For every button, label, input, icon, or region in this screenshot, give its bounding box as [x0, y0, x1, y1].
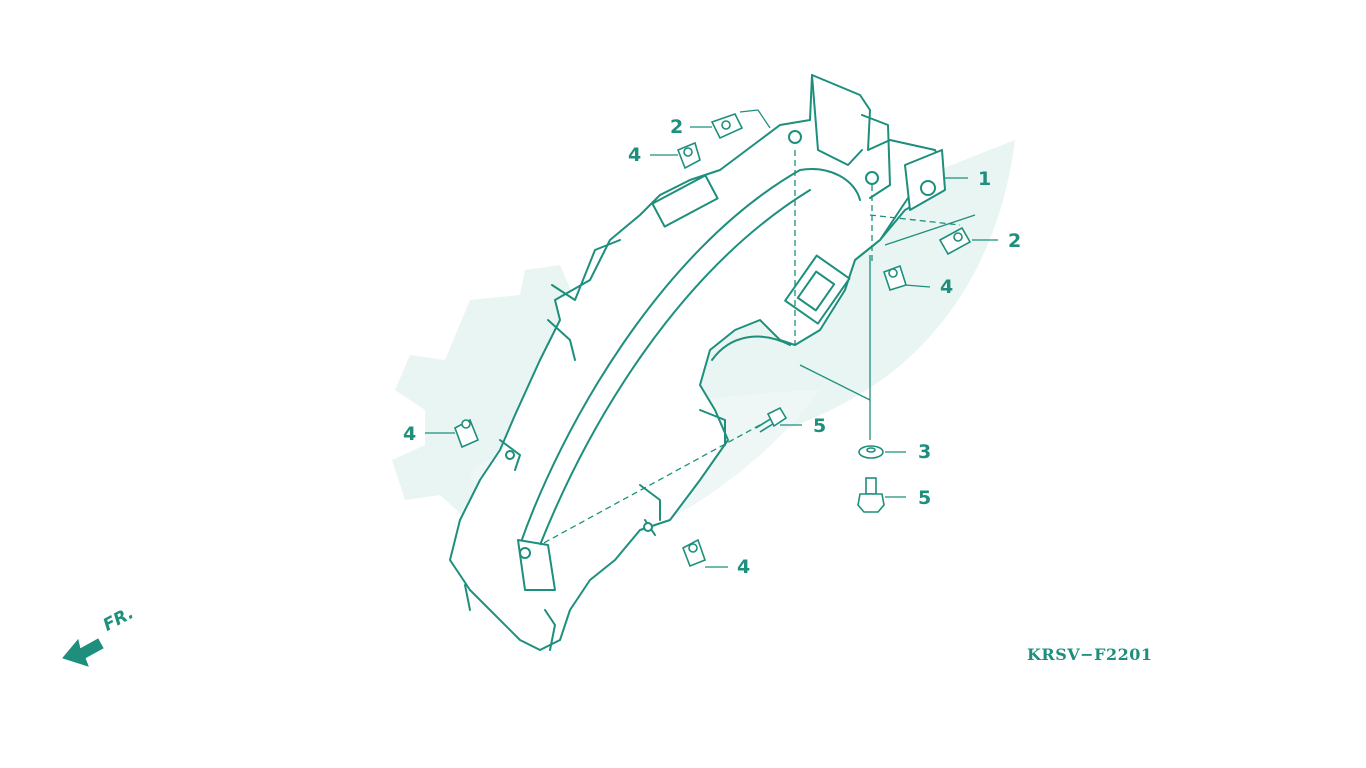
callout-1: 1	[978, 168, 992, 190]
u-nut-icon-4a	[676, 141, 701, 170]
washer-icon-3	[858, 445, 884, 459]
assembly-dashed-lines	[539, 150, 961, 546]
callout-4: 4	[628, 144, 642, 166]
callout-2: 2	[1008, 230, 1022, 252]
clip-nut-icon-2a	[710, 113, 744, 140]
u-nut-icon-4d	[681, 538, 707, 568]
diagram-code: KRSV−F2201	[1027, 645, 1153, 664]
callout-4: 4	[737, 556, 751, 578]
u-nut-icon-4c	[454, 418, 480, 449]
front-arrow-icon	[62, 638, 104, 667]
callout-2: 2	[670, 116, 684, 138]
bolt-icon-5b	[857, 477, 885, 513]
rear-fender-part-icon	[449, 74, 946, 651]
callout-5: 5	[813, 415, 827, 437]
bolt-icon-5a	[755, 406, 788, 433]
u-nut-icon-4b	[882, 264, 908, 291]
leader-lines	[425, 109, 998, 568]
callout-4: 4	[940, 276, 954, 298]
callout-5: 5	[918, 487, 932, 509]
callout-3: 3	[918, 441, 932, 463]
clip-nut-icon-2b	[938, 226, 972, 256]
callout-4: 4	[403, 423, 417, 445]
